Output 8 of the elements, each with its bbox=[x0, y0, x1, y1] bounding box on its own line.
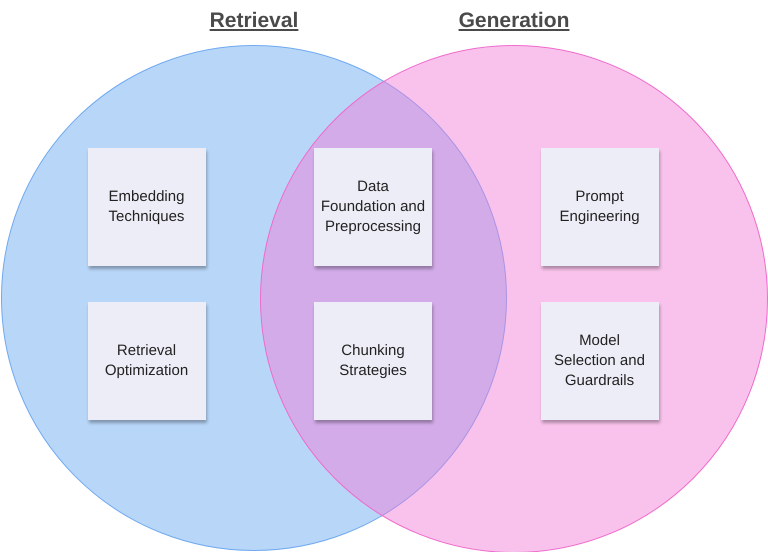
sticky-note: Retrieval Optimization bbox=[88, 302, 206, 420]
sticky-note: Model Selection and Guardrails bbox=[540, 302, 658, 420]
set-heading: Retrieval bbox=[210, 9, 298, 33]
sticky-note: Chunking Strategies bbox=[314, 302, 432, 420]
set-heading: Generation bbox=[458, 9, 570, 33]
sticky-note: Data Foundation and Preprocessing bbox=[314, 148, 432, 266]
sticky-note: Embedding Techniques bbox=[88, 148, 206, 266]
sticky-note: Prompt Engineering bbox=[540, 148, 658, 266]
